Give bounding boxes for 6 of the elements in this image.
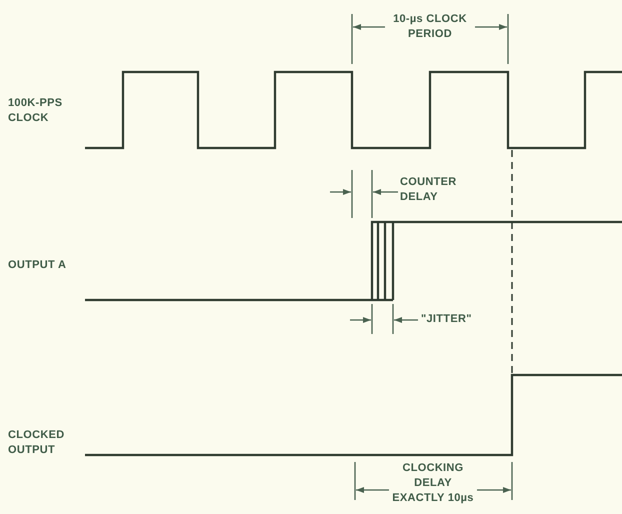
dimension-label: CLOCKING DELAY EXACTLY 10µs: [389, 461, 477, 506]
signal-name: CLOCKED OUTPUT: [8, 428, 66, 458]
signal-name: 100K-PPS CLOCK: [8, 96, 64, 126]
signal-name: OUTPUT A: [8, 258, 68, 273]
dimension-label: COUNTER DELAY: [400, 175, 458, 205]
dimension-label: "JITTER": [421, 312, 473, 327]
